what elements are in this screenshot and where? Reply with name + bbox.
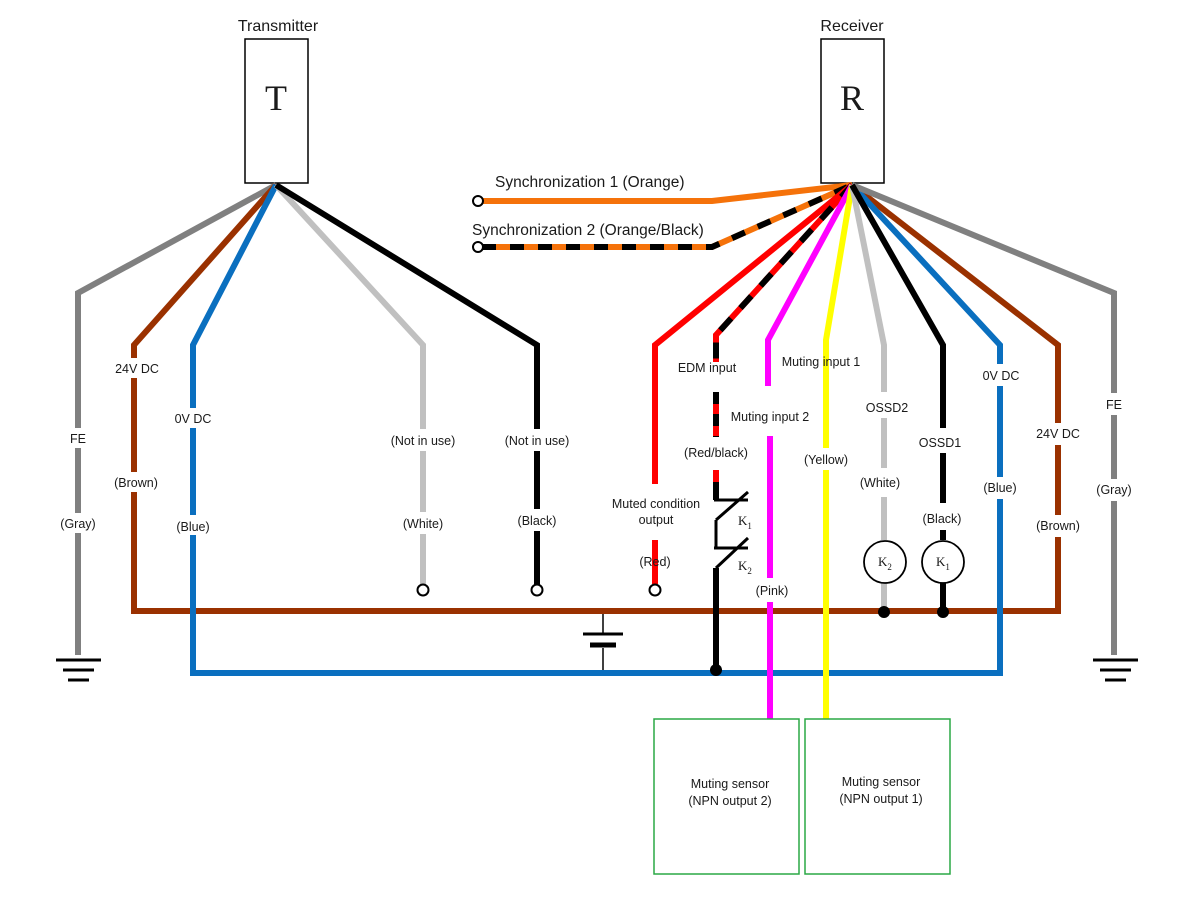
t-wire-gray-fe [75,182,278,655]
r-wire-gray-fe [850,182,1117,655]
transmitter-ground-symbol [56,658,101,682]
white-label: (White) [860,476,900,490]
t-fe-label: FE [70,432,86,446]
r-wire-red-black-edm-stripe [713,182,855,362]
ossd1-label: OSSD1 [919,436,961,450]
r-wire-sync2-black-stripe [482,182,854,250]
muting-sensor-npn-output-1: Muting sensor (NPN output 1) [804,718,951,875]
t-white-label: (White) [403,517,443,531]
svg-text:K1: K1 [936,554,950,572]
t-brown-label: (Brown) [114,476,158,490]
sensor2-line2: (NPN output 2) [688,794,771,808]
transmitter: Transmitter T [238,18,319,184]
terminal-black-open [530,583,544,597]
receiver-letter: R [840,78,864,118]
black-label: (Black) [923,512,962,526]
receiver-title: Receiver [820,18,884,35]
muted-output-label-2: output [639,513,674,527]
t-blue-label: (Blue) [176,520,209,534]
transmitter-title: Transmitter [238,18,319,35]
terminal-sync1-open [472,195,484,207]
muting-input-1-label: Muting input 1 [782,355,861,369]
ossd2-label: OSSD2 [866,401,908,415]
t-0v-label: 0V DC [175,412,212,426]
t-24v-label: 24V DC [115,362,159,376]
t-wire-brown-24v [131,182,1061,614]
dc-power-source-symbol [583,614,623,670]
t-white-not-in-use-label: (Not in use) [391,434,456,448]
relay-coil-k2: K2 [863,540,907,584]
transmitter-box [244,38,309,184]
r-wire-yellow-muting1 [823,184,855,448]
svg-text:K2: K2 [878,554,892,572]
sensor2-line1: Muting sensor [691,777,770,791]
terminal-white-open [416,583,430,597]
receiver-wire-labels: Synchronization 1 (Orange) Synchronizati… [472,174,1137,598]
junction-edm-0v [710,664,722,676]
r-wire-white-ossd2 [849,184,887,392]
red-label: (Red) [639,555,670,569]
r-wire-pink-muting2 [765,183,855,386]
relay-coil-k1: K1 [921,540,965,584]
r-brown-label: (Brown) [1036,519,1080,533]
receiver-box [820,38,885,184]
sync1-label: Synchronization 1 (Orange) [495,174,685,191]
receiver: Receiver R [820,18,885,184]
muted-output-label-1: Muted condition [612,497,700,511]
junction-ossd1-24v [937,606,949,618]
yellow-label: (Yellow) [804,453,848,467]
terminal-sync2-open [472,241,484,253]
t-wire-black-not-in-use [274,182,540,585]
transmitter-letter: T [265,78,287,118]
junction-ossd2-24v [878,606,890,618]
relay-contacts-k1-k2 [714,490,750,570]
r-24v-label: 24V DC [1036,427,1080,441]
sensor1-line2: (NPN output 1) [839,792,922,806]
muting-sensor-npn-output-2: Muting sensor (NPN output 2) [653,718,800,875]
r-wire-black-ossd1 [849,183,946,428]
transmitter-wire-labels: FE (Gray) 24V DC (Brown) 0V DC (Blue) (N… [55,358,574,535]
k2-contact-label: K2 [738,558,752,576]
r-0v-label: 0V DC [983,369,1020,383]
r-blue-label: (Blue) [983,481,1016,495]
r-wire-sync1-orange [482,182,853,204]
t-wire-blue-0v [190,182,1003,676]
red-black-label: (Red/black) [684,446,748,460]
edm-input-label: EDM input [678,361,737,375]
sync2-label: Synchronization 2 (Orange/Black) [472,222,704,239]
r-wire-red-muted-output [652,182,854,484]
t-gray-label: (Gray) [60,517,95,531]
receiver-ground-symbol [1093,658,1138,682]
sensor1-line1: Muting sensor [842,775,921,789]
pink-label: (Pink) [756,584,789,598]
t-black-not-in-use-label: (Not in use) [505,434,570,448]
t-wire-white-not-in-use [273,182,426,585]
k1-contact-label: K1 [738,513,752,531]
t-black-label: (Black) [518,514,557,528]
muting-input-2-label: Muting input 2 [731,410,810,424]
r-gray-label: (Gray) [1096,483,1131,497]
r-fe-label: FE [1106,398,1122,412]
terminal-red-open [648,583,662,597]
